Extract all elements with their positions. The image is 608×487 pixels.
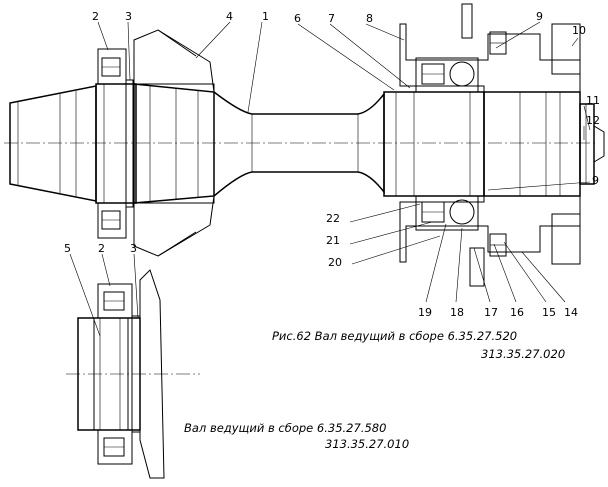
end-cap [579,103,605,185]
callout-9: 9 [536,10,543,23]
bearing-housing [399,23,581,265]
main-callouts: 2 3 4 1 6 7 8 9 10 11 12 9 22 21 20 19 1… [92,10,600,319]
callout-21: 21 [326,234,340,247]
spacer-ring [125,79,134,208]
callout-19: 19 [418,306,432,319]
callout-4: 4 [226,10,233,23]
right-bearing [415,57,479,231]
callout-3: 3 [125,10,132,23]
caption-inset-line2: 313.35.27.010 [325,437,409,451]
callout-12: 12 [586,114,600,127]
inset-callout-2: 2 [98,242,105,255]
shaft-collar-left [95,83,137,204]
callout-15: 15 [542,306,556,319]
callout-16: 16 [510,306,524,319]
inset-assembly [66,253,200,479]
callout-17: 17 [484,306,498,319]
callout-7: 7 [328,12,335,25]
shaft-neck [213,91,385,197]
callout-18: 18 [450,306,464,319]
inset-callout-5: 5 [64,242,71,255]
callout-2: 2 [92,10,99,23]
caption-main-line2: 313.35.27.020 [481,347,565,361]
callout-6: 6 [294,12,301,25]
main-assembly [4,3,605,287]
inset-callout-3: 3 [130,242,137,255]
callout-14: 14 [564,306,578,319]
callout-10: 10 [572,24,586,37]
callout-11: 11 [586,94,600,107]
caption-inset-line1: Вал ведущий в сборе 6.35.27.580 [184,421,386,435]
caption-main-line1: Рис.62 Вал ведущий в сборе 6.35.27.520 [272,329,517,343]
callout-1: 1 [262,10,269,23]
left-bearing [97,48,127,239]
callout-20: 20 [328,256,342,269]
callout-8: 8 [366,12,373,25]
callout-22: 22 [326,212,340,225]
shaft-tapered-end [9,85,97,202]
shaft-right-body [383,91,485,197]
callout-9-lower: 9 [592,174,599,187]
bevel-gear [133,29,215,257]
